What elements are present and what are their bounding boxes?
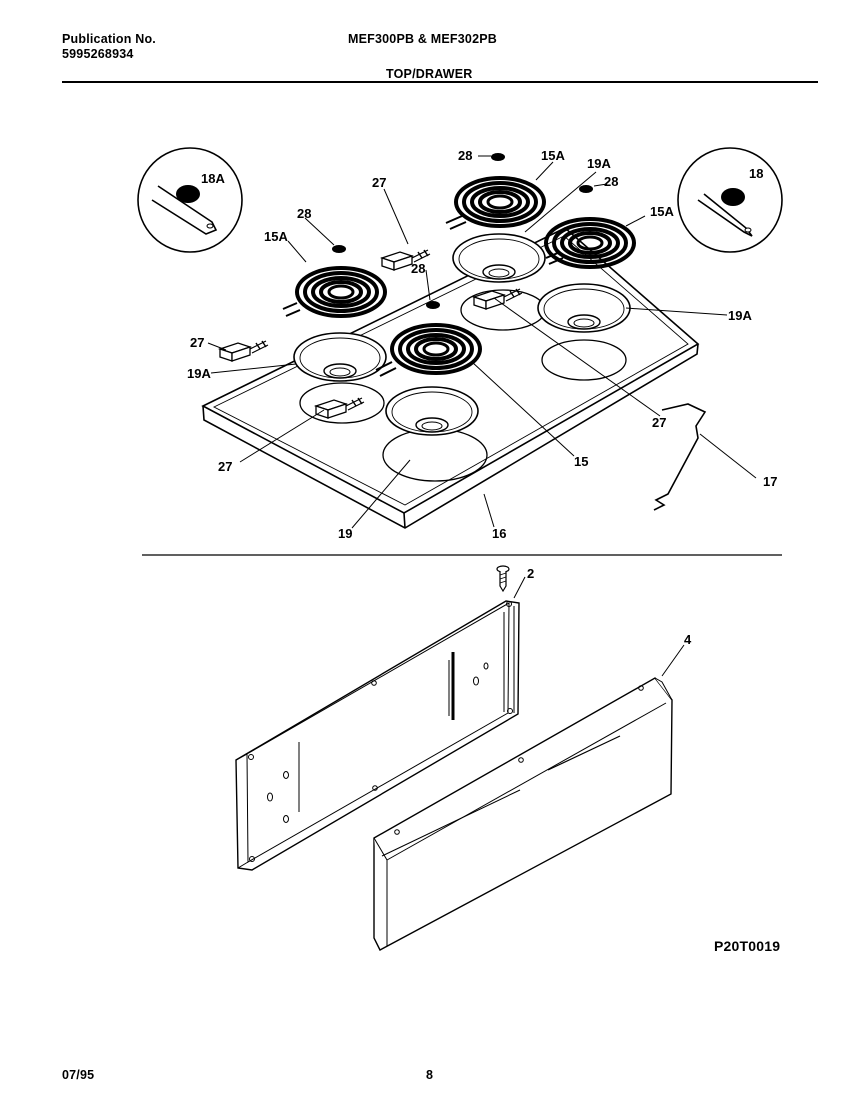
callout-18: 18 [749,166,763,181]
callout-27: 27 [372,175,386,190]
drip-pan-front-19 [385,386,479,436]
drawer-front-panel [373,677,673,951]
figure-code: P20T0019 [714,938,781,954]
drip-pan-left-front [293,332,387,382]
drip-pan-left-rear [452,233,546,283]
cooktop-main-top [201,227,700,529]
callout-19a: 19A [728,308,752,323]
anti-tip-bracket [653,403,707,511]
surface-element-15a-left [295,266,387,318]
publication-label: Publication No. [62,32,156,46]
drawer-back-panel [235,600,520,871]
drip-pan-right [537,283,631,333]
callout-15a: 15A [264,229,288,244]
section-title: TOP/DRAWER [386,67,473,81]
callout-28: 28 [411,261,425,276]
page-number: 8 [426,1068,434,1082]
callout-28: 28 [297,206,311,221]
callout-19a: 19A [587,156,611,171]
callout-28: 28 [604,174,618,189]
model-number: MEF300PB & MEF302PB [348,32,497,46]
surface-element-15a-top [454,176,546,228]
screw [496,565,510,593]
callout-17: 17 [763,474,777,489]
callout-15a: 15A [541,148,565,163]
callout-19a: 19A [187,366,211,381]
detail-circle-18a [137,147,243,253]
callout-27: 27 [218,459,232,474]
header-rule [62,81,818,83]
callout-18a: 18A [201,171,225,186]
callout-16: 16 [492,526,506,541]
detail-circle-18 [677,147,783,253]
footer-date: 07/95 [62,1068,95,1082]
callout-2: 2 [527,566,534,581]
callout-15a: 15A [650,204,674,219]
callout-28: 28 [458,148,472,163]
callout-4: 4 [684,632,692,647]
callout-27: 27 [190,335,204,350]
callout-15: 15 [574,454,588,469]
callout-27: 27 [652,415,666,430]
callout-19: 19 [338,526,352,541]
publication-number: 5995268934 [62,47,134,61]
receptacle-block-left [219,340,269,362]
